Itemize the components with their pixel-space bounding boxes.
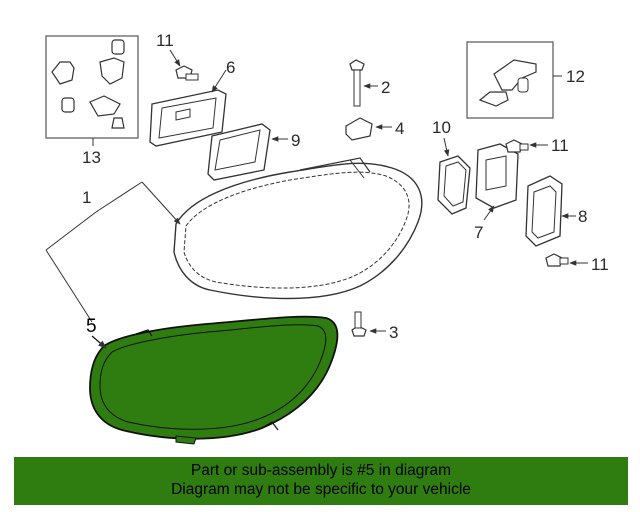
gasket-9[interactable]	[207, 123, 271, 181]
seal-10[interactable]	[437, 155, 471, 215]
screw-11-bottom[interactable]	[545, 253, 569, 267]
headlamp-5-highlighted[interactable]	[89, 315, 339, 445]
banner-line-1: Part or sub-assembly is #5 in diagram	[190, 462, 452, 479]
headlamp-assembly-1[interactable]	[173, 157, 423, 300]
callout-7: 7	[474, 223, 483, 242]
cover-8[interactable]	[525, 175, 563, 247]
callout-11-bottom: 11	[591, 255, 609, 274]
bolt-2[interactable]	[349, 59, 365, 107]
callout-1: 1	[82, 188, 91, 207]
callout-12: 12	[566, 67, 585, 86]
bracket-12-box[interactable]	[466, 41, 554, 119]
bolt-11-top[interactable]	[175, 65, 199, 81]
banner-line-2: Diagram may not be specific to your vehi…	[171, 481, 471, 498]
callout-10: 10	[432, 118, 451, 137]
ballast-7[interactable]	[475, 143, 519, 209]
control-unit-6[interactable]	[149, 89, 227, 147]
callout-11-top: 11	[156, 31, 174, 50]
callout-13: 13	[82, 148, 101, 167]
screw-11-mid[interactable]	[505, 139, 529, 153]
callout-2: 2	[381, 78, 390, 97]
callout-9: 9	[291, 131, 300, 150]
callout-11-mid: 11	[551, 136, 569, 155]
bolt-3[interactable]	[351, 311, 367, 337]
bracket-kit-box[interactable]	[45, 35, 139, 139]
callout-5: 5	[86, 316, 97, 337]
callout-6: 6	[226, 58, 235, 77]
clip-4[interactable]	[345, 117, 373, 141]
callout-4: 4	[395, 119, 404, 138]
parts-diagram: 13 11 6 9 2 4 1	[45, 31, 609, 445]
info-banner: Part or sub-assembly is #5 in diagram Di…	[14, 457, 628, 505]
callout-3: 3	[389, 323, 398, 342]
callout-8: 8	[578, 207, 587, 226]
